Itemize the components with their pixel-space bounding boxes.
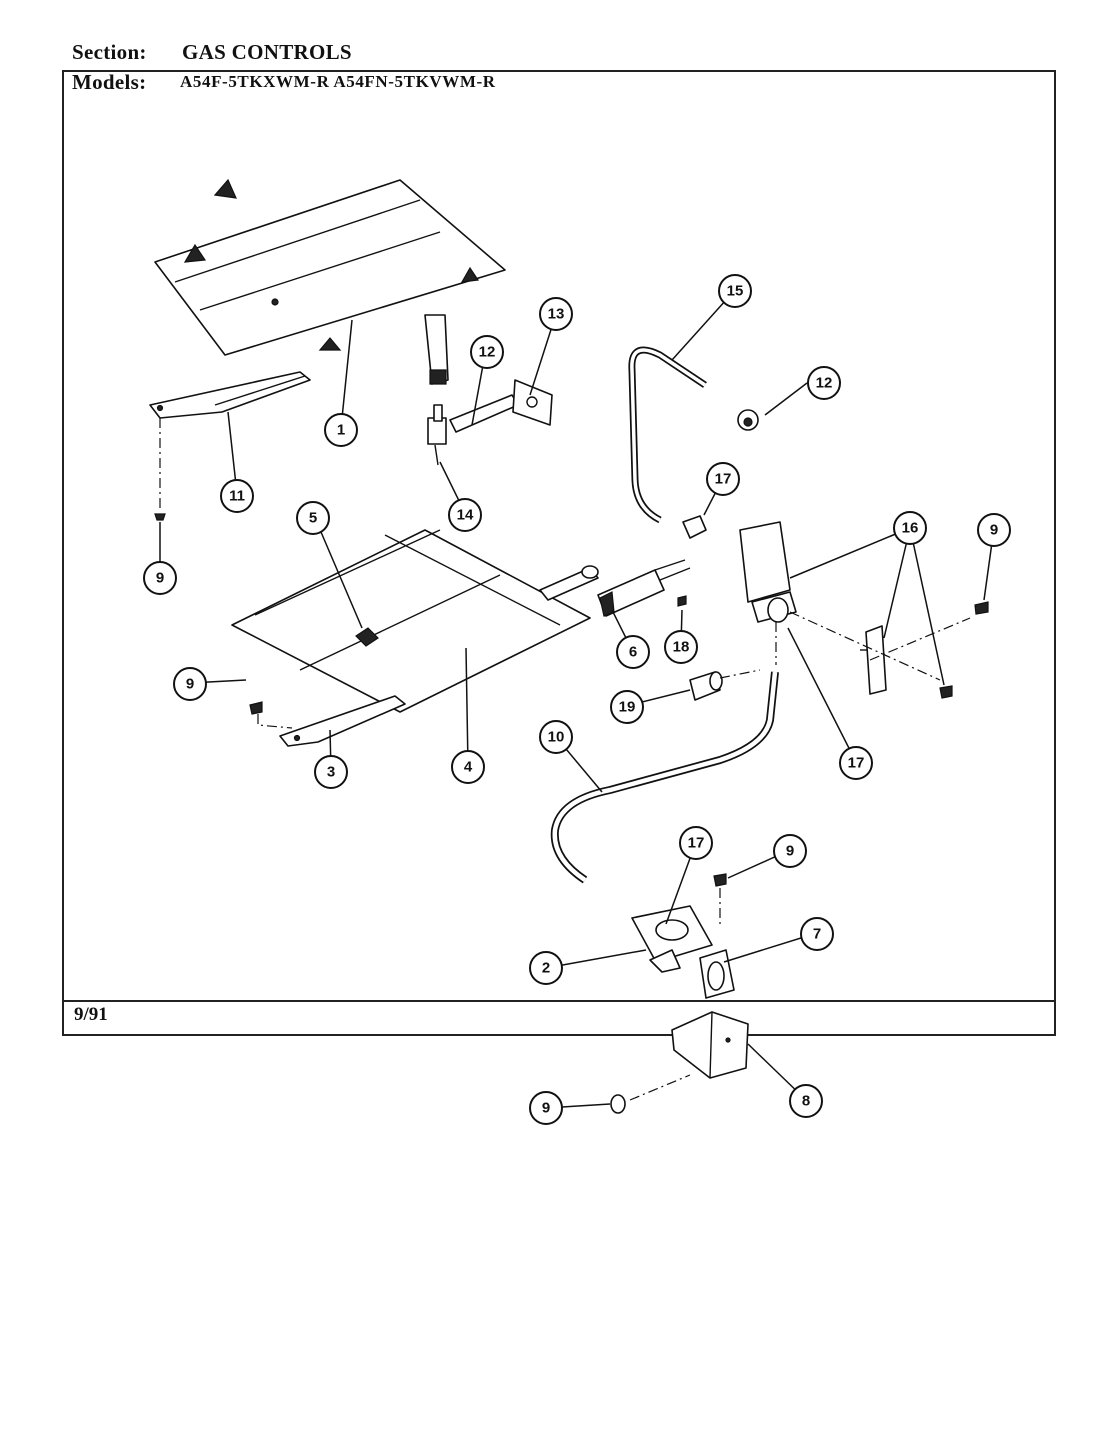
svg-text:17: 17	[715, 471, 732, 488]
part-16-valve-assembly	[739, 521, 887, 695]
part-15-gas-tube	[628, 346, 707, 524]
callout-19: 19	[610, 690, 644, 724]
part-8-valve-bracket	[671, 1011, 749, 1079]
callout-11: 11	[220, 479, 254, 513]
callout-8: 8	[789, 1084, 823, 1118]
callout-17: 17	[839, 746, 873, 780]
assembly-center-lines	[159, 418, 971, 1101]
callout-1: 1	[324, 413, 358, 447]
callout-10: 10	[539, 720, 573, 754]
part-12-orifice-holder	[427, 394, 519, 466]
part-11-bracket	[149, 371, 311, 419]
svg-text:15: 15	[727, 283, 744, 300]
footer-divider	[64, 1000, 1054, 1002]
callout-3: 3	[314, 755, 348, 789]
svg-text:13: 13	[548, 306, 565, 323]
svg-text:12: 12	[816, 375, 833, 392]
part-13-mounting-plate	[512, 379, 553, 426]
svg-text:3: 3	[327, 764, 335, 781]
callout-9: 9	[173, 667, 207, 701]
svg-text:9: 9	[156, 570, 164, 587]
callout-17: 17	[679, 826, 713, 860]
part-igniter-tube	[424, 314, 449, 385]
callout-12: 12	[807, 366, 841, 400]
part-2-gas-valve	[631, 905, 735, 999]
svg-text:11: 11	[229, 488, 245, 505]
svg-text:17: 17	[848, 755, 865, 772]
callout-14: 14	[448, 498, 482, 532]
part-10-gas-line	[550, 671, 779, 884]
svg-text:10: 10	[548, 729, 565, 746]
callout-4: 4	[451, 750, 485, 784]
svg-text:5: 5	[309, 510, 317, 527]
svg-text:1: 1	[337, 422, 345, 439]
section-title: GAS CONTROLS	[182, 40, 352, 64]
callout-9: 9	[529, 1091, 563, 1125]
callout-17: 17	[706, 462, 740, 496]
callout-13: 13	[539, 297, 573, 331]
models-label: Models:	[72, 70, 147, 94]
callout-leaders	[159, 289, 995, 1109]
callout-12: 12	[470, 335, 504, 369]
part-1-burner-shield	[154, 178, 506, 356]
svg-text:9: 9	[542, 1100, 550, 1117]
part-6-switch	[597, 559, 691, 617]
svg-text:7: 7	[813, 926, 821, 943]
svg-text:14: 14	[457, 507, 474, 524]
svg-text:17: 17	[688, 835, 705, 852]
part-17-nut	[682, 515, 707, 539]
part-19-fitting	[689, 671, 723, 701]
part-3-bracket	[279, 695, 406, 747]
callout-15: 15	[718, 274, 752, 308]
section-label: Section:	[72, 40, 147, 64]
part-4-burner-baffle	[231, 529, 599, 713]
part-18-screw	[677, 595, 687, 607]
svg-text:18: 18	[673, 639, 690, 656]
svg-text:4: 4	[464, 759, 473, 776]
svg-text:19: 19	[619, 699, 636, 716]
svg-text:12: 12	[479, 344, 496, 361]
revision-date: 9/91	[74, 1004, 108, 1025]
callout-6: 6	[616, 635, 650, 669]
part-12-fitting	[737, 409, 759, 431]
callout-5: 5	[296, 501, 330, 535]
svg-text:9: 9	[186, 676, 194, 693]
svg-text:9: 9	[786, 843, 794, 860]
callout-16: 16	[893, 511, 927, 545]
part-5-wing-nut	[355, 627, 379, 647]
callout-7: 7	[800, 917, 834, 951]
svg-text:9: 9	[990, 522, 998, 539]
part-9-screws	[154, 513, 989, 1114]
svg-text:8: 8	[802, 1093, 810, 1110]
svg-text:6: 6	[629, 644, 637, 661]
callout-9: 9	[977, 513, 1011, 547]
svg-text:2: 2	[542, 960, 550, 977]
callout-9: 9	[143, 561, 177, 595]
diagram-frame	[62, 70, 1056, 1036]
svg-text:16: 16	[902, 520, 919, 537]
callout-18: 18	[664, 630, 698, 664]
models-list: A54F-5TKXWM-R A54FN-5TKVWM-R	[180, 72, 496, 91]
callout-9: 9	[773, 834, 807, 868]
callout-2: 2	[529, 951, 563, 985]
